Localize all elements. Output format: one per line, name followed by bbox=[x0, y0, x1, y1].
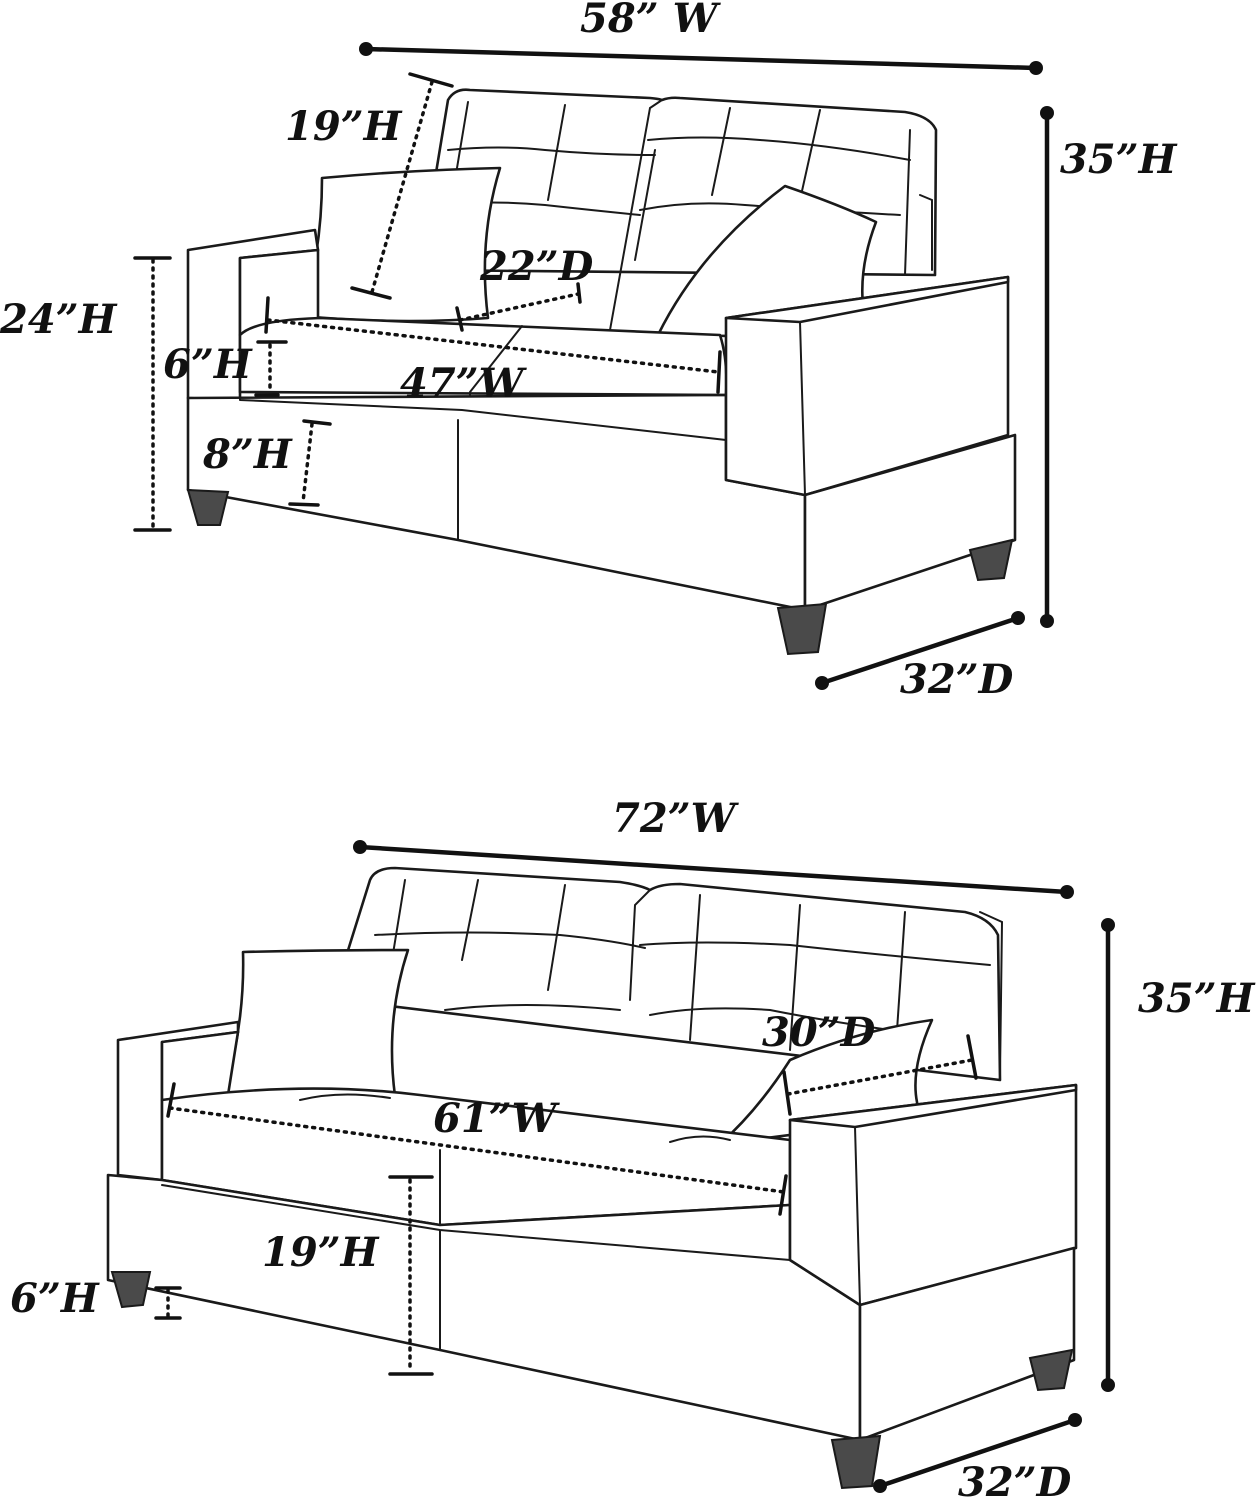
loveseat-leg bbox=[776, 602, 828, 656]
loveseat-overall-depth-label: 32”D bbox=[900, 656, 1014, 703]
loveseat-arm-height-label: 24”H bbox=[0, 296, 118, 343]
loveseat-cushion-height-label: 6”H bbox=[163, 341, 253, 388]
loveseat-overall-width-label: 58” W bbox=[580, 0, 722, 42]
sofa-overall-width-label: 72”W bbox=[612, 795, 740, 842]
sofa-dimensions bbox=[154, 840, 1115, 1493]
sofa-left-pillow bbox=[223, 948, 410, 1098]
loveseat-base-height-label: 8”H bbox=[202, 431, 293, 478]
loveseat-front-base bbox=[186, 393, 807, 612]
sofa-seat-height-label: 19”H bbox=[262, 1229, 380, 1276]
sofa-seat-width-label: 61”W bbox=[433, 1095, 561, 1142]
loveseat-leg bbox=[968, 538, 1014, 582]
sofa-leg bbox=[830, 1434, 882, 1490]
loveseat-overall-height-label: 35”H bbox=[1060, 136, 1178, 183]
loveseat-seat-depth-label: 22”D bbox=[479, 243, 594, 290]
sofa-leg bbox=[110, 1271, 152, 1309]
loveseat-seat-width-label: 47”W bbox=[400, 360, 528, 407]
loveseat-leg bbox=[186, 488, 230, 526]
sofa-seat-depth-label: 30”D bbox=[762, 1009, 876, 1056]
loveseat-back-height-label: 19”H bbox=[285, 103, 403, 150]
sofa-leg-height-label: 6”H bbox=[10, 1275, 100, 1322]
sofa-leg bbox=[1028, 1348, 1074, 1392]
sofa-overall-height-label: 35”H bbox=[1138, 975, 1256, 1022]
sofa-drawing bbox=[106, 866, 1078, 1490]
loveseat-dimensions bbox=[133, 42, 1054, 690]
sofa-overall-depth-label: 32”D bbox=[958, 1459, 1072, 1500]
loveseat-drawing bbox=[186, 88, 1017, 656]
